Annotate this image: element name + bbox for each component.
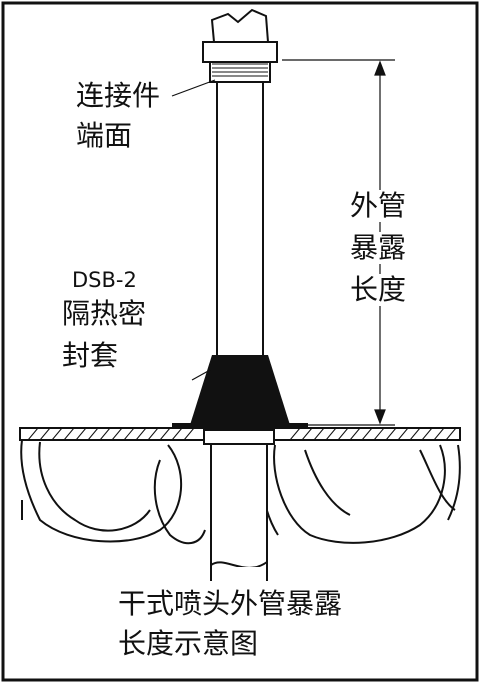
ceiling-insulation — [20, 439, 461, 545]
exposed-length-line1: 外管 — [350, 189, 407, 223]
insulation-boot — [190, 355, 290, 425]
caption-line1: 干式喷头外管暴露 — [118, 587, 343, 621]
connector-label-line1: 连接件 — [76, 79, 161, 112]
boot-base — [172, 423, 308, 429]
connector-fitting — [202, 8, 278, 83]
caption-line2: 长度示意图 — [118, 627, 259, 660]
pipe-below-ceiling — [210, 429, 268, 581]
boot-name-line2: 封套 — [62, 339, 119, 372]
boot-name-line1: 隔热密 — [62, 297, 147, 330]
boot-leader — [191, 369, 211, 381]
connector-label-line2: 端面 — [76, 119, 133, 152]
outer-pipe — [216, 79, 264, 357]
exposed-length-line3: 长度 — [350, 273, 407, 307]
boot-model-label: DSB-2 — [72, 268, 137, 292]
connector-leader — [171, 79, 216, 97]
exposed-length-line2: 暴露 — [350, 231, 407, 265]
